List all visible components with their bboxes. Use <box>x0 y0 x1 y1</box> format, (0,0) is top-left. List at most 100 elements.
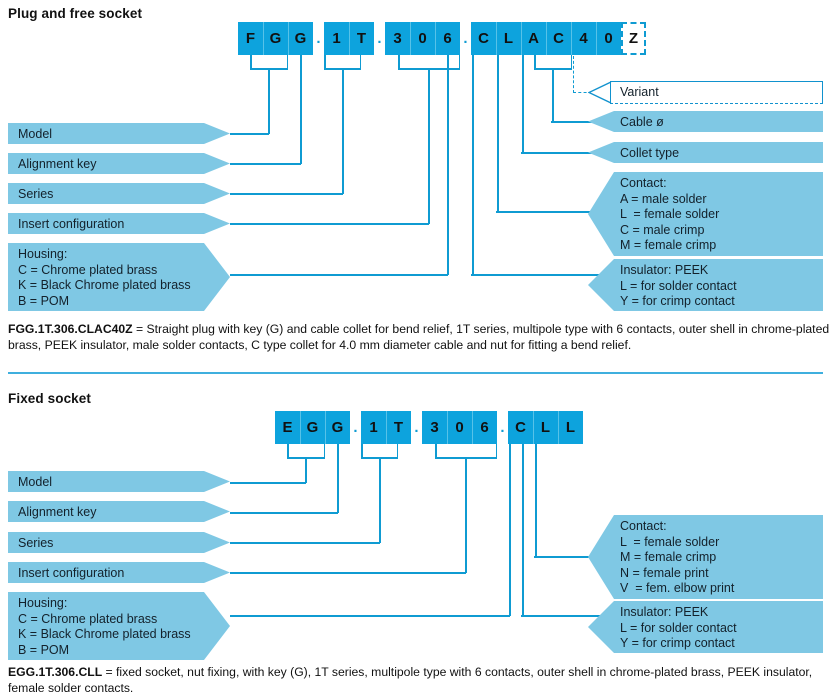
insulator-opt-l-fixed: L = for solder contact <box>620 620 737 635</box>
code-cell-T-5: T <box>349 22 374 55</box>
code-cell-0-16: 0 <box>596 22 621 55</box>
code-cell-dot-3: . <box>350 411 361 444</box>
join-housing-plug <box>230 274 448 276</box>
drop-insert-fixed <box>465 457 467 573</box>
section-title-plug: Plug and free socket <box>8 6 143 21</box>
code-cell-dot-10: . <box>497 411 508 444</box>
code-cell-L-13: L <box>558 411 583 444</box>
drop-alignment-key-fixed <box>337 444 339 513</box>
label-model-plug: Model <box>8 123 230 144</box>
label-insulator-fixed: Insulator: PEEK L = for solder contact Y… <box>588 601 823 653</box>
code-cell-C-11: C <box>471 22 496 55</box>
drop-cable-dia-plug <box>552 68 554 122</box>
join-insert-plug <box>230 223 429 225</box>
join-collet-plug <box>521 152 611 154</box>
code-cell-1-4: 1 <box>324 22 349 55</box>
code-cell-dot-6: . <box>374 22 385 55</box>
join-contact-fixed <box>534 556 611 558</box>
housing-opt-k-fixed: K = Black Chrome plated brass <box>18 627 191 641</box>
label-contact-plug: Contact: A = male solder L = female sold… <box>588 172 823 256</box>
section-title-fixed: Fixed socket <box>8 391 91 406</box>
code-cell-0-8: 0 <box>447 411 472 444</box>
code-cell-dot-3: . <box>313 22 324 55</box>
housing-opt-k-plug: K = Black Chrome plated brass <box>18 278 191 292</box>
code-cell-G-1: G <box>300 411 325 444</box>
bracket-series-left-fixed <box>361 444 363 458</box>
code-cell-E-0: E <box>275 411 300 444</box>
section-divider <box>8 372 823 374</box>
caption-code-plug: FGG.1T.306.CLAC40Z <box>8 322 133 336</box>
variant-arrow-icon <box>588 81 612 104</box>
contact-opt-l-fixed: L = female solder <box>620 534 720 549</box>
label-series-plug: Series <box>8 183 230 204</box>
code-cell-6-9: 6 <box>472 411 497 444</box>
join-contact-plug <box>496 211 611 213</box>
drop-series-plug <box>342 68 344 194</box>
code-cell-L-12: L <box>496 22 521 55</box>
join-insert-fixed <box>230 572 466 574</box>
bracket-model-right-plug <box>286 55 289 69</box>
drop-insulator-fixed <box>522 444 524 616</box>
code-cell-C-11: C <box>508 411 533 444</box>
bracket-model-right-fixed <box>323 444 326 458</box>
label-model-fixed: Model <box>8 471 230 492</box>
code-cell-dot-6: . <box>411 411 422 444</box>
join-cable-dia-plug <box>551 121 611 123</box>
contact-opt-v-fixed: V = fem. elbow print <box>620 581 735 595</box>
insulator-opt-l-plug: L = for solder contact <box>620 278 737 293</box>
join-model-fixed <box>230 482 306 484</box>
bracket-cable-left-plug <box>534 55 536 69</box>
housing-opt-c-plug: C = Chrome plated brass <box>18 262 158 277</box>
housing-opt-b-fixed: B = POM <box>18 642 70 657</box>
drop-model-fixed <box>305 457 307 483</box>
bracket-series-left-plug <box>324 55 326 69</box>
label-insert-configuration-plug: Insert configuration <box>8 213 230 234</box>
code-cell-0-8: 0 <box>410 22 435 55</box>
contact-opt-n-fixed: N = female print <box>620 565 709 580</box>
label-collet-type-plug: Collet type <box>588 142 823 163</box>
label-cable-diameter-plug: Cable ø <box>588 111 823 132</box>
drop-insulator-plug <box>472 55 474 275</box>
code-cell-T-5: T <box>386 411 411 444</box>
bracket-series-right-fixed <box>396 444 399 458</box>
drop-housing-fixed <box>509 444 511 616</box>
label-contact-fixed: Contact: L = female solder M = female cr… <box>588 515 823 599</box>
contact-title-fixed: Contact: <box>620 519 667 533</box>
caption-text-plug: = Straight plug with key (G) and cable c… <box>8 322 830 352</box>
housing-opt-c-fixed: C = Chrome plated brass <box>18 611 158 626</box>
label-series-fixed: Series <box>8 532 230 553</box>
caption-code-fixed: EGG.1T.306.CLL <box>8 665 103 679</box>
bracket-insert-left-plug <box>398 55 400 69</box>
label-insulator-plug: Insulator: PEEK L = for solder contact Y… <box>588 259 823 311</box>
code-cell-Z-17: Z <box>621 22 646 55</box>
code-cell-dot-10: . <box>460 22 471 55</box>
code-cell-L-12: L <box>533 411 558 444</box>
housing-title-plug: Housing: <box>18 247 68 261</box>
contact-opt-m-fixed: M = female crimp <box>620 550 717 564</box>
join-alignment-key-plug <box>230 163 301 165</box>
join-series-plug <box>230 193 343 195</box>
label-variant-plug: Variant <box>588 81 823 104</box>
code-cell-C-14: C <box>546 22 571 55</box>
code-cell-1-4: 1 <box>361 411 386 444</box>
join-insulator-plug <box>471 274 611 276</box>
bracket-model-left-plug <box>250 55 252 69</box>
caption-fixed: EGG.1T.306.CLL = fixed socket, nut fixin… <box>8 665 830 696</box>
insulator-opt-y-plug: Y = for crimp contact <box>620 294 735 308</box>
contact-opt-c-plug: C = male crimp <box>620 222 705 237</box>
code-cell-4-15: 4 <box>571 22 596 55</box>
insulator-opt-y-fixed: Y = for crimp contact <box>620 636 735 650</box>
join-alignment-key-fixed <box>230 512 338 514</box>
code-cell-6-9: 6 <box>435 22 460 55</box>
contact-opt-l-plug: L = female solder <box>620 207 720 221</box>
join-series-fixed <box>230 542 380 544</box>
bracket-cable-right-plug <box>570 55 573 69</box>
contact-title-plug: Contact: <box>620 176 667 190</box>
housing-opt-b-plug: B = POM <box>18 293 70 308</box>
join-housing-fixed <box>230 615 510 617</box>
join-model-plug <box>230 133 269 135</box>
label-housing-plug: Housing: C = Chrome plated brass K = Bla… <box>8 243 230 311</box>
code-cell-G-1: G <box>263 22 288 55</box>
bracket-model-left-fixed <box>287 444 289 458</box>
label-housing-fixed: Housing: C = Chrome plated brass K = Bla… <box>8 592 230 660</box>
